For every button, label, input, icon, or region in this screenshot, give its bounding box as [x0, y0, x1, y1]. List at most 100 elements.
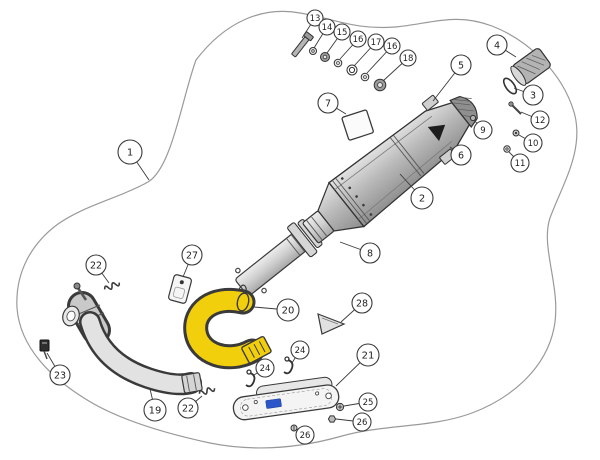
callout-26: 26	[335, 412, 372, 432]
body-facet-top	[334, 115, 433, 191]
svg-text:21: 21	[362, 351, 375, 362]
shield-inner-line	[240, 388, 333, 417]
washer-11	[503, 145, 511, 153]
hanger-bracket	[168, 274, 192, 304]
body-facet-bottom	[358, 140, 453, 220]
brand-label	[265, 398, 282, 409]
svg-text:26: 26	[357, 418, 368, 428]
callout-11: 11	[508, 151, 530, 173]
insert-cone-line	[321, 317, 339, 325]
washer-16b-hole	[363, 75, 367, 79]
callout-16: 16	[366, 37, 401, 74]
rivet	[369, 213, 373, 216]
svg-text:19: 19	[149, 406, 162, 417]
link-pipe-body	[186, 291, 262, 367]
bracket-hole	[179, 280, 184, 285]
nut-26a	[327, 415, 337, 423]
spring-hook-24b	[245, 369, 256, 388]
fastener-row	[291, 31, 387, 92]
svg-text:24: 24	[260, 364, 271, 374]
svg-text:26: 26	[300, 431, 311, 441]
insert-cone	[317, 313, 346, 335]
svg-text:4: 4	[494, 40, 500, 51]
grommet-18-hole	[377, 82, 383, 88]
bolt-25	[335, 402, 345, 412]
header-pipe	[81, 313, 200, 393]
svg-text:6: 6	[458, 150, 464, 161]
bolt-13	[291, 31, 314, 58]
spring-hook-icon	[235, 267, 241, 274]
callout-19: 19	[143, 388, 167, 422]
clip-body	[39, 339, 50, 352]
svg-text:16: 16	[353, 35, 364, 45]
shield-hole	[242, 404, 249, 411]
svg-text:27: 27	[186, 250, 198, 261]
rivet-10-center	[514, 131, 518, 135]
clip-pin	[43, 350, 48, 360]
spacer-17-ring	[348, 66, 356, 74]
washer-16a-hole	[336, 61, 340, 65]
svg-text:13: 13	[310, 14, 321, 24]
svg-text:5: 5	[458, 60, 464, 71]
callout-1: 1	[117, 139, 150, 181]
clip-part	[39, 339, 50, 360]
svg-text:16: 16	[387, 42, 398, 52]
svg-text:14: 14	[322, 23, 333, 33]
boundary-outline	[16, 10, 578, 449]
link-pipe-sleeve	[241, 335, 272, 364]
link-pipe-opening	[236, 292, 250, 312]
screw-12-shaft	[511, 104, 522, 115]
callout-28: 28	[340, 292, 373, 323]
svg-text:18: 18	[403, 54, 414, 64]
callout-22: 22	[177, 395, 203, 419]
callout-23: 23	[46, 352, 71, 386]
callout-26: 26	[295, 425, 315, 445]
inlet-clamp-outer	[287, 222, 318, 258]
callout-18: 18	[382, 49, 417, 82]
svg-text:20: 20	[282, 306, 295, 317]
screw-12-head	[508, 101, 514, 107]
callout-14: 14	[313, 18, 336, 49]
callout-21: 21	[335, 343, 380, 387]
svg-text:12: 12	[535, 116, 546, 126]
heat-plate	[341, 109, 374, 141]
callout-24: 24	[290, 340, 310, 364]
spring-hook-24a	[283, 356, 294, 375]
svg-text:1: 1	[127, 148, 133, 159]
callout-15: 15	[326, 23, 351, 54]
svg-text:3: 3	[530, 90, 536, 101]
callout-16: 16	[339, 30, 367, 60]
svg-text:10: 10	[528, 139, 539, 149]
svg-text:7: 7	[325, 98, 331, 109]
header-pipe-assembly	[62, 282, 203, 396]
callout-22: 22	[85, 254, 110, 284]
svg-text:28: 28	[356, 298, 368, 309]
svg-text:25: 25	[363, 398, 374, 408]
callout-5: 5	[432, 54, 472, 102]
gasket-coil-upper	[103, 282, 121, 290]
shield-plate	[232, 384, 340, 421]
shield-hole	[253, 400, 258, 405]
callout-2: 2	[399, 173, 434, 210]
header-end-sleeve	[181, 372, 203, 394]
muffler-assembly	[235, 94, 478, 297]
cap-ring-part	[502, 77, 518, 95]
callout-7: 7	[317, 92, 347, 115]
svg-text:15: 15	[337, 28, 348, 38]
rivet	[355, 195, 358, 198]
spring-hook-icon	[261, 287, 267, 294]
callout-10: 10	[518, 133, 543, 153]
bolt-9	[469, 114, 477, 122]
rivet	[340, 177, 344, 180]
callout-9: 9	[473, 119, 493, 140]
callout-3: 3	[513, 84, 544, 106]
svg-text:17: 17	[371, 38, 382, 48]
end-cap-part	[510, 48, 551, 86]
shield-hole	[315, 391, 320, 396]
callout-6: 6	[449, 144, 472, 166]
washer-11-hole	[505, 147, 509, 151]
callout-17: 17	[353, 33, 385, 67]
